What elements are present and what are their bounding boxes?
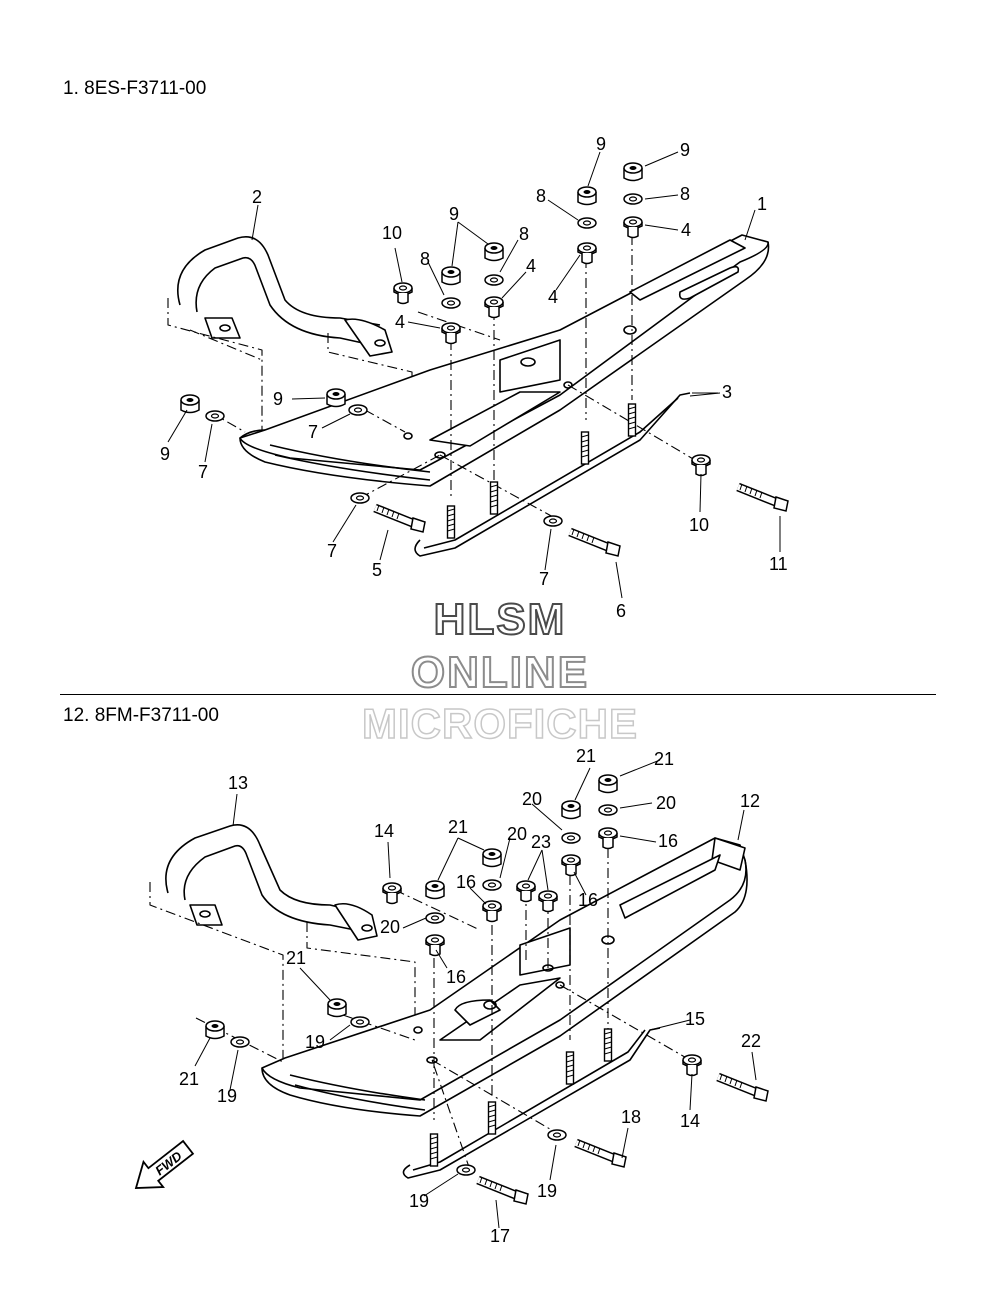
callout-number: 8 (420, 249, 430, 269)
callout-number: 4 (681, 220, 691, 240)
callout-number: 18 (621, 1107, 641, 1127)
callout-number: 23 (531, 832, 551, 852)
callout-number: 2 (252, 187, 262, 207)
callout-number: 22 (741, 1031, 761, 1051)
callout-number: 11 (769, 554, 788, 574)
callout-number: 20 (507, 824, 527, 844)
callout-number: 7 (308, 422, 318, 442)
callout-number: 19 (537, 1181, 557, 1201)
callout-number: 4 (395, 312, 405, 332)
callout-number: 14 (374, 821, 394, 841)
diagram2-drawing (149, 824, 748, 1179)
callout-number: 21 (286, 948, 306, 968)
diagram2-leaders (194, 759, 757, 1229)
callout-number: 5 (372, 560, 382, 580)
callout-number: 16 (658, 831, 678, 851)
callout-number: 21 (654, 749, 674, 769)
callout-number: 7 (198, 462, 208, 482)
callout-number: 9 (273, 389, 283, 409)
diagram2-callouts: 12 13 14 14 15 16 16 16 16 17 18 19 19 1… (179, 746, 761, 1246)
callout-number: 19 (305, 1032, 325, 1052)
callout-number: 16 (578, 890, 598, 910)
callout-number: 8 (536, 186, 546, 206)
diagram2-title: 12. 8FM-F3711-00 (63, 705, 219, 726)
callout-number: 6 (616, 601, 626, 621)
callout-number: 20 (522, 789, 542, 809)
callout-number: 20 (380, 917, 400, 937)
callout-number: 1 (757, 194, 767, 214)
callout-number: 12 (740, 791, 760, 811)
callout-number: 20 (656, 793, 676, 813)
callout-number: 4 (548, 287, 558, 307)
callout-number: 9 (160, 444, 170, 464)
callout-number: 8 (519, 224, 529, 244)
callout-number: 13 (228, 773, 248, 793)
callout-number: 19 (409, 1191, 429, 1211)
callout-number: 10 (382, 223, 402, 243)
callout-number: 10 (689, 515, 709, 535)
watermark-line3: MICROFICHE (361, 699, 638, 748)
watermark-line2: ONLINE (410, 647, 590, 698)
callout-number: 9 (449, 204, 459, 224)
watermark-line1: HLSM (433, 594, 567, 645)
callout-number: 16 (456, 872, 476, 892)
callout-number: 7 (539, 569, 549, 589)
callout-number: 9 (596, 134, 606, 154)
callout-number: 21 (448, 817, 468, 837)
diagram1-title: 1. 8ES-F3711-00 (63, 78, 207, 99)
callout-number: 16 (446, 967, 466, 987)
callout-number: 21 (576, 746, 596, 766)
diagram1-leaders (167, 151, 781, 599)
callout-number: 15 (685, 1009, 705, 1029)
callout-number: 21 (179, 1069, 199, 1089)
callout-number: 14 (680, 1111, 700, 1131)
callout-number: 17 (490, 1226, 510, 1246)
callout-number: 8 (680, 184, 690, 204)
diagram1-callouts: 1 2 3 4 4 4 4 5 6 7 7 7 7 8 8 8 8 9 9 9 … (160, 134, 788, 621)
diagram1-drawing (167, 234, 770, 557)
callout-number: 7 (327, 541, 337, 561)
callout-number: 9 (680, 140, 690, 160)
callout-number: 19 (217, 1086, 237, 1106)
callout-number: 3 (722, 382, 732, 402)
section-divider (60, 694, 936, 695)
fwd-arrow-icon: FWD (134, 1139, 195, 1189)
callout-number: 4 (526, 256, 536, 276)
